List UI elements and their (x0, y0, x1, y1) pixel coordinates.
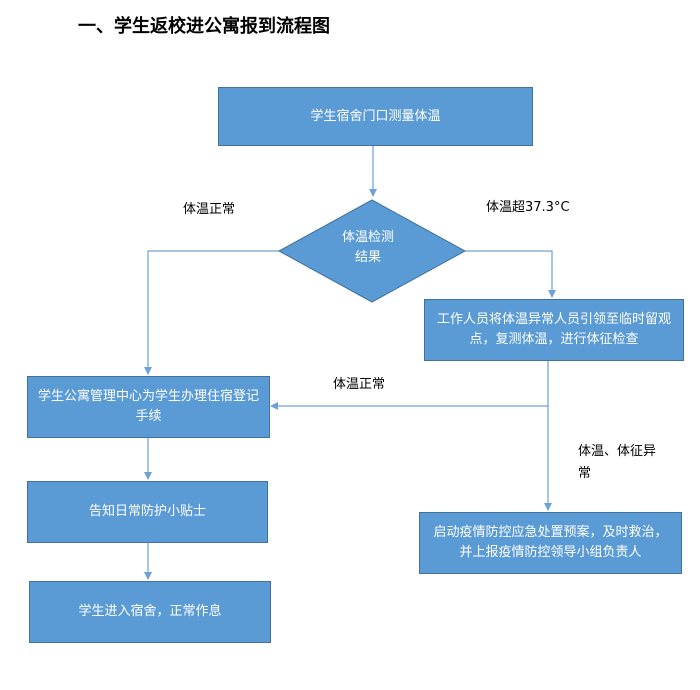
node-start-label: 学生宿舍门口测量体温 (310, 108, 441, 124)
node-register: 学生公寓管理中心为学生办理住宿登记手续 (27, 376, 270, 438)
node-emergency: 启动疫情防控应急处置预案，及时救治，并上报疫情防控领导小组负责人 (419, 512, 682, 574)
node-emergency-label: 启动疫情防控应急处置预案，及时救治，并上报疫情防控领导小组负责人 (433, 525, 668, 560)
node-enter: 学生进入宿舍，正常作息 (29, 581, 271, 643)
edge-label-over-temp: 体温超37.3°C (486, 200, 570, 215)
edge-label-abnormal: 体温、体征异常 (578, 444, 657, 481)
decision-diamond (277, 199, 467, 303)
decision-label: 体温检测 结果 (318, 228, 418, 268)
node-tips-label: 告知日常防护小贴士 (88, 504, 206, 519)
connector-decision-to-recheck (465, 250, 556, 298)
node-recheck: 工作人员将体温异常人员引领至临时留观点，复测体温，进行体征检查 (424, 299, 684, 361)
decision-label-line2: 结果 (354, 250, 381, 265)
node-tips: 告知日常防护小贴士 (27, 481, 268, 543)
connector-decision-to-register (144, 250, 280, 375)
node-recheck-label: 工作人员将体温异常人员引领至临时留观点，复测体温，进行体征检查 (436, 312, 671, 347)
node-enter-label: 学生进入宿舍，正常作息 (78, 604, 222, 619)
edge-label-normal-left: 体温正常 (183, 202, 236, 217)
page-title: 一、学生返校进公寓报到流程图 (78, 16, 330, 37)
node-start: 学生宿舍门口测量体温 (218, 87, 533, 146)
decision-label-line1: 体温检测 (341, 230, 394, 245)
edge-label-normal-mid: 体温正常 (333, 377, 386, 392)
node-register-label: 学生公寓管理中心为学生办理住宿登记手续 (38, 389, 260, 424)
